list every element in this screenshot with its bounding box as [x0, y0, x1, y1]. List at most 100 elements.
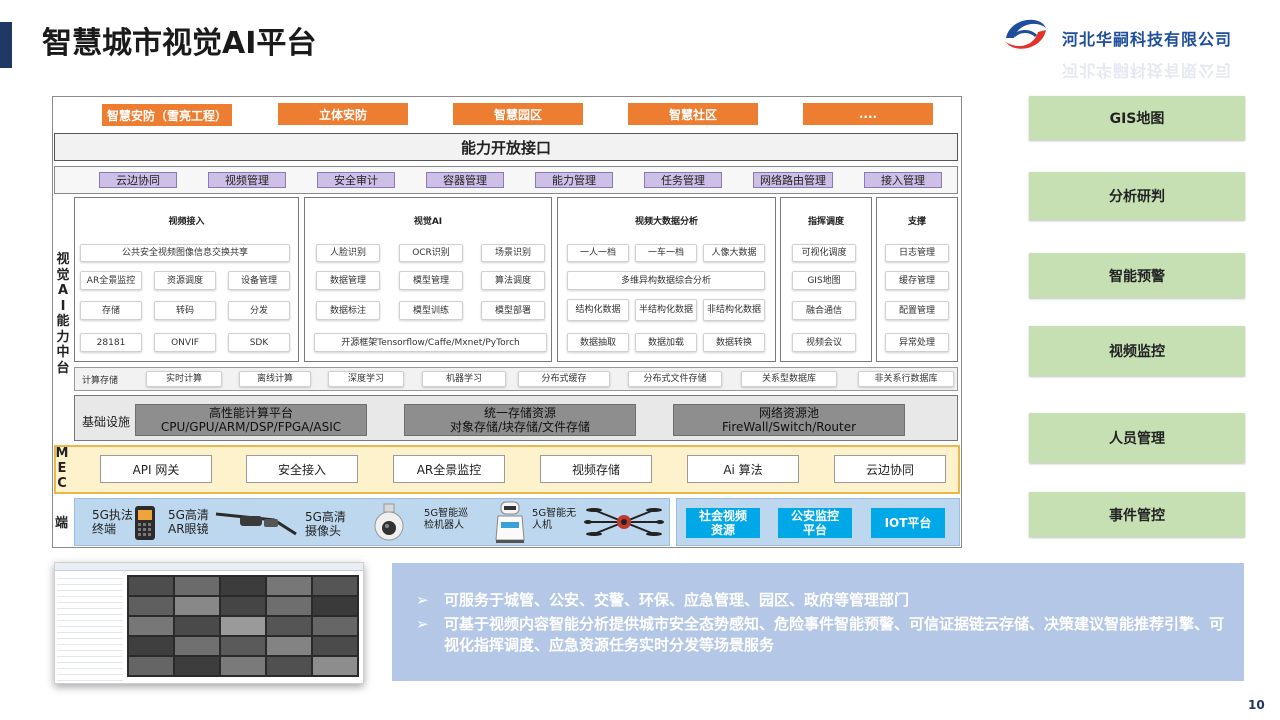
bullet-arrow-icon: ➢: [416, 615, 429, 633]
bullet-1: ➢ 可服务于城管、公安、交警、环保、应急管理、园区、政府等管理部门: [416, 591, 910, 609]
menu-personnel-mgmt[interactable]: 人员管理: [1029, 413, 1245, 463]
mec-secure-access: 安全接入: [246, 455, 358, 483]
header-accent-bar: [0, 22, 12, 68]
cap-network-routing: 网络路由管理: [753, 172, 833, 188]
chip-data-transform: 数据转换: [703, 333, 765, 352]
cap-access-mgmt: 接入管理: [864, 172, 942, 188]
chip-data-extract: 数据抽取: [567, 333, 629, 352]
platform-police-monitor: 公安监控 平台: [778, 508, 852, 538]
chip-onvif: ONVIF: [154, 333, 216, 352]
cap-ability-mgmt: 能力管理: [535, 172, 613, 188]
chip-relational-db: 关系型数据库: [741, 371, 837, 387]
chip-ar-panorama: AR全景监控: [80, 271, 142, 290]
chip-model-deploy: 模型部署: [481, 301, 545, 320]
chip-face-recognition: 人脸识别: [316, 244, 380, 262]
chip-offline-compute: 离线计算: [239, 371, 311, 387]
chip-public-video-share: 公共安全视频图像信息交换共享: [80, 244, 290, 262]
mec-video-storage: 视频存储: [540, 455, 652, 483]
company-name: 河北华嗣科技有限公司: [1062, 30, 1233, 49]
menu-event-control[interactable]: 事件管控: [1029, 492, 1245, 537]
chip-video-conference: 视频会议: [792, 333, 856, 352]
chip-ocr: OCR识别: [399, 244, 463, 262]
chip-data-mgmt: 数据管理: [316, 271, 380, 290]
cap-container-mgmt: 容器管理: [426, 172, 504, 188]
ar-glasses-icon: [214, 506, 298, 538]
chip-portrait-big-data: 人像大数据: [703, 244, 765, 262]
video-monitor-screenshot: [54, 562, 364, 684]
screenshot-titlebar: [55, 563, 363, 571]
chip-model-mgmt: 模型管理: [399, 271, 463, 290]
page-number: 10: [1248, 698, 1265, 712]
menu-video-monitor[interactable]: 视频监控: [1029, 326, 1245, 376]
device-5g-ar-glasses: 5G高清 AR眼镜: [168, 508, 209, 536]
company-name-reflection: 河北华嗣科技有限公司: [1062, 61, 1233, 80]
chip-nonrelational-db: 非关系行数据库: [858, 371, 954, 387]
panel-title: 视频大数据分析: [634, 217, 698, 227]
infrastructure-label: 基础设施: [82, 415, 131, 429]
chip-log-mgmt: 日志管理: [885, 244, 949, 262]
menu-gis-map[interactable]: GIS地图: [1029, 96, 1245, 140]
chip-multi-dim-analysis: 多维异构数据综合分析: [567, 271, 765, 290]
panel-title: 支撑: [907, 217, 926, 227]
chip-data-labeling: 数据标注: [316, 301, 380, 320]
panel-title: 视觉AI: [413, 217, 443, 227]
chip-distributed-fs: 分布式文件存储: [628, 371, 722, 387]
app-smart-park: 智慧园区: [453, 103, 583, 125]
law-terminal-device-icon: [134, 505, 156, 541]
mec-ai-algorithm: Ai 算法: [687, 455, 799, 483]
infra-network-pool: 网络资源池 FireWall/Switch/Router: [673, 404, 905, 436]
cap-cloud-edge: 云边协同: [99, 172, 177, 188]
cap-video-mgmt: 视频管理: [208, 172, 286, 188]
chip-algo-schedule: 算法调度: [481, 271, 545, 290]
chip-unstructured-data: 非结构化数据: [703, 299, 765, 321]
panel-title: 视频接入: [168, 217, 205, 227]
device-5g-hd-camera: 5G高清 摄像头: [305, 510, 346, 538]
chip-open-frameworks: 开源框架Tensorflow/Caffe/Mxnet/PyTorch: [314, 333, 547, 352]
chip-model-training: 模型训练: [399, 301, 463, 320]
info-panel: [392, 563, 1244, 681]
chip-device-mgmt: 设备管理: [228, 271, 290, 290]
chip-gis-map: GIS地图: [792, 271, 856, 290]
cap-task-mgmt: 任务管理: [644, 172, 722, 188]
screenshot-tree-panel: [57, 573, 123, 681]
chip-distributed-cache: 分布式缓存: [518, 371, 610, 387]
chip-sdk: SDK: [228, 333, 290, 352]
platform-iot: IOT平台: [871, 508, 945, 538]
dome-camera-icon: [370, 502, 408, 542]
app-smart-security: 智慧安防（雪亮工程）: [102, 104, 232, 126]
infra-storage-resource: 统一存储资源 对象存储/块存储/文件存储: [404, 404, 636, 436]
chip-resource-schedule: 资源调度: [154, 271, 216, 290]
device-5g-patrol-robot: 5G智能巡 检机器人: [424, 508, 469, 531]
chip-28181: 28181: [80, 333, 142, 352]
bullet-2: ➢ 可基于视频内容智能分析提供城市安全态势感知、危险事件智能预警、可信证据链云存…: [416, 615, 1225, 654]
menu-analysis[interactable]: 分析研判: [1029, 172, 1245, 220]
page-title: 智慧城市视觉AI平台: [42, 26, 317, 61]
screenshot-video-grid: [127, 575, 359, 677]
chip-fusion-comm: 融合通信: [792, 301, 856, 320]
mec-api-gateway: API 网关: [100, 455, 212, 483]
chip-vehicle-archive: 一车一档: [635, 244, 697, 262]
chip-exception-handling: 异常处理: [885, 333, 949, 352]
ai-platform-side-label: 视 觉 A I 能 力 中 台: [56, 252, 70, 376]
chip-machine-learning: 机器学习: [422, 371, 506, 387]
chip-data-load: 数据加载: [635, 333, 697, 352]
open-interface-bar: 能力开放接口: [54, 133, 958, 161]
cap-security-audit: 安全审计: [317, 172, 395, 188]
chip-visual-dispatch: 可视化调度: [792, 244, 856, 262]
drone-icon: [584, 502, 664, 542]
chip-structured-data: 结构化数据: [567, 299, 629, 321]
menu-smart-warning[interactable]: 智能预警: [1029, 253, 1245, 298]
company-logo-icon: [1000, 8, 1052, 60]
device-5g-law-terminal: 5G执法 终端: [92, 508, 133, 536]
chip-distribute: 分发: [228, 301, 290, 320]
mec-side-label: M E C: [55, 446, 69, 491]
platform-social-video: 社会视频 资源: [686, 508, 760, 538]
terminal-label: 端: [55, 516, 69, 531]
infra-compute-platform: 高性能计算平台 CPU/GPU/ARM/DSP/FPGA/ASIC: [135, 404, 367, 436]
chip-transcode: 转码: [154, 301, 216, 320]
device-5g-drone: 5G智能无 人机: [532, 508, 577, 531]
chip-storage: 存储: [80, 301, 142, 320]
chip-config-mgmt: 配置管理: [885, 301, 949, 320]
chip-cache-mgmt: 缓存管理: [885, 271, 949, 290]
patrol-robot-icon: [493, 500, 527, 544]
